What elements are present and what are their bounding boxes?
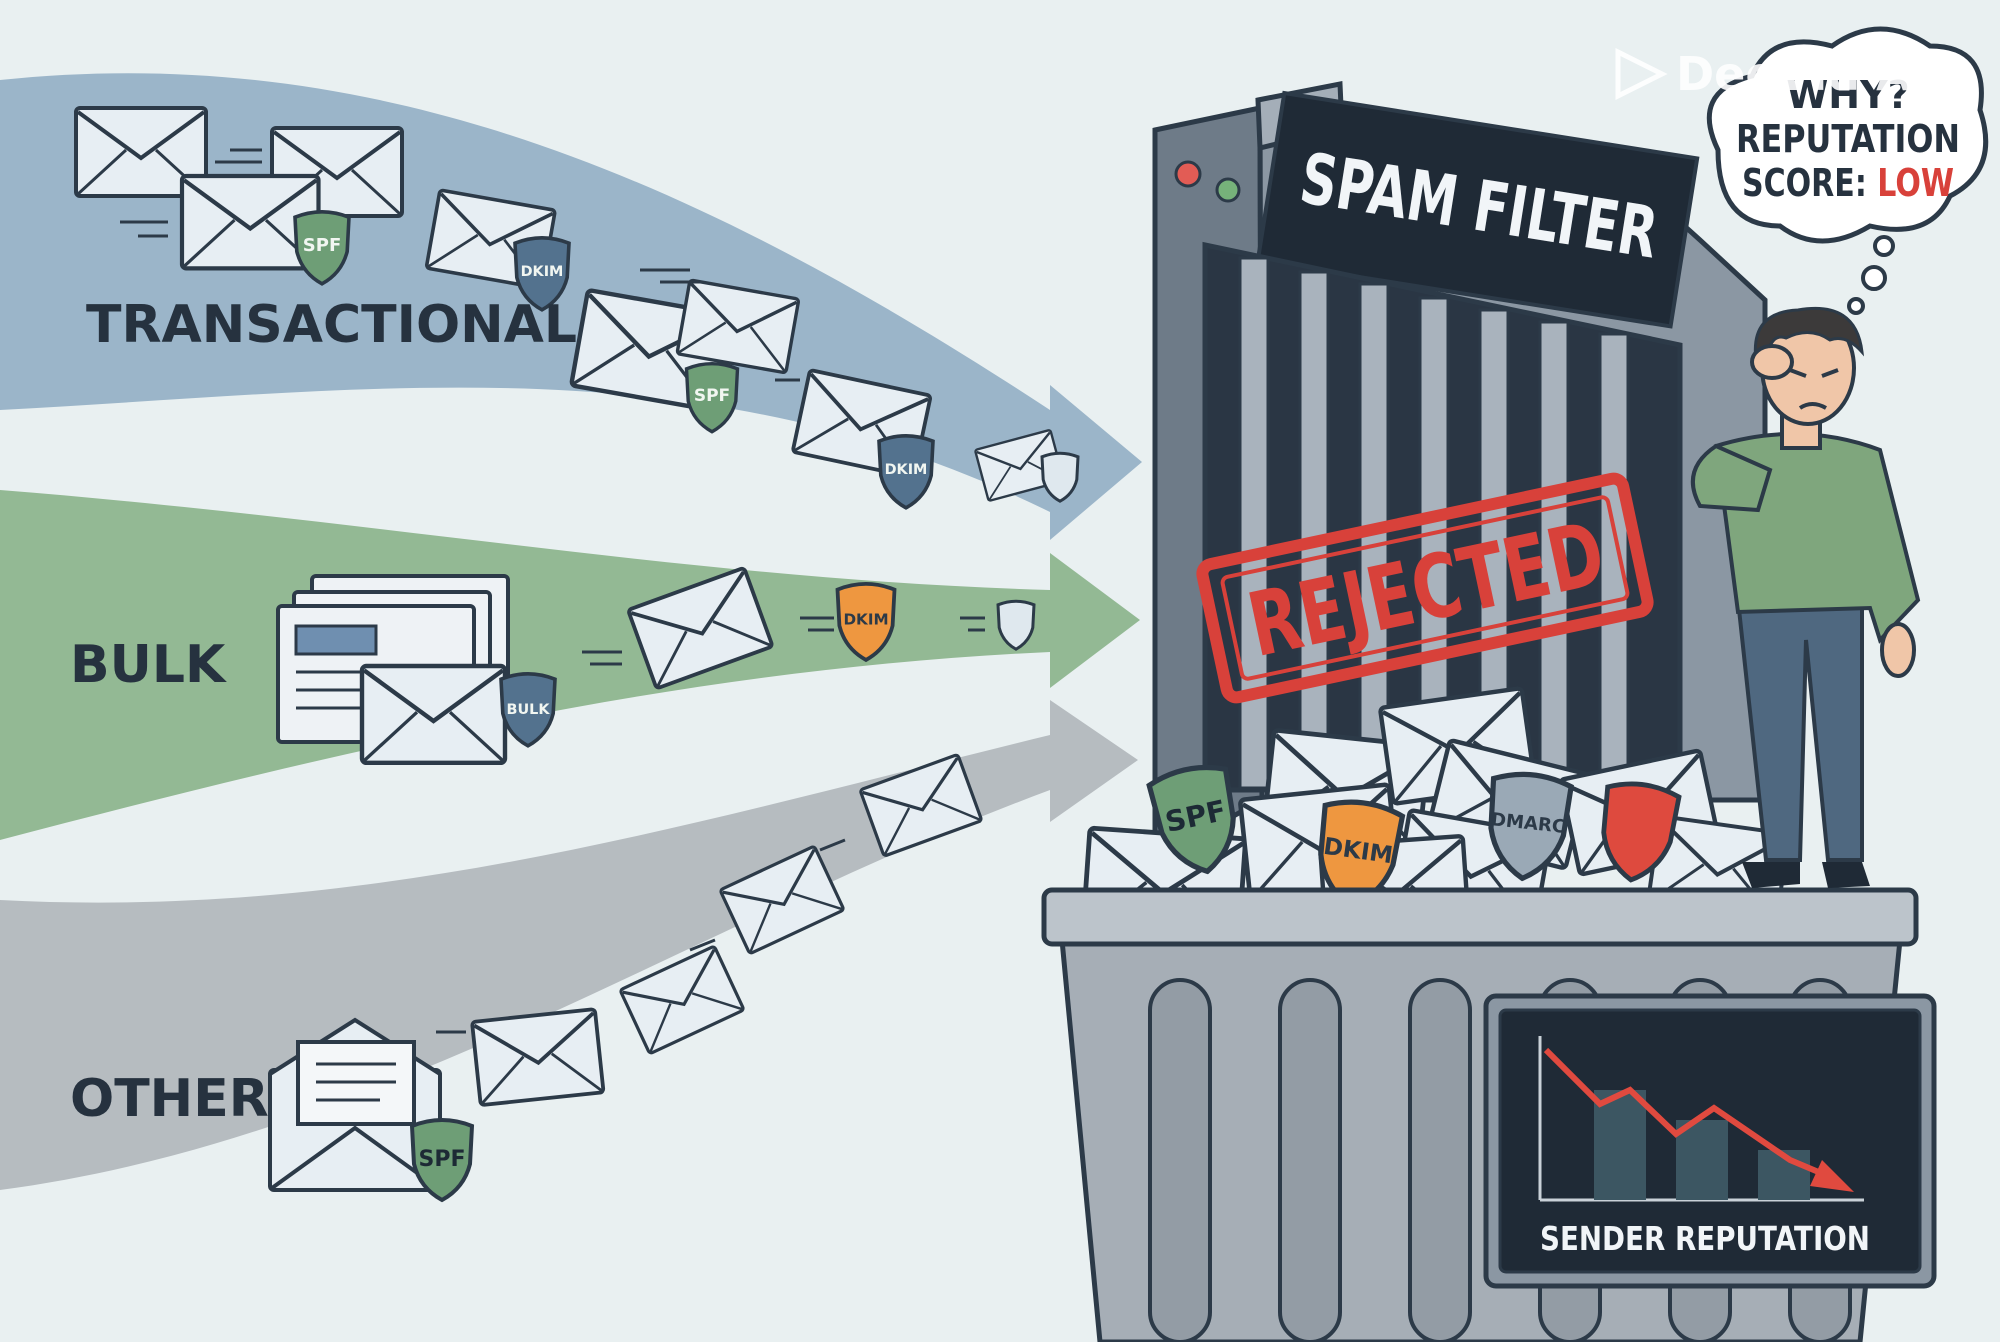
bulk-envelopes (276, 565, 985, 763)
thought-line-reputation: REPUTATION (1736, 117, 1960, 161)
thought-bubble: WHY? REPUTATION SCORE: LOW (1706, 26, 1989, 315)
dkim-badge-label: DKIM (885, 462, 928, 478)
dkim-badge-label: DKIM (521, 264, 564, 280)
red-light (1174, 160, 1202, 188)
watermark-text: DeeVid AI (1676, 47, 1929, 101)
dkim-badge: DKIM (877, 433, 935, 510)
reputation-trend-line (1543, 1047, 1830, 1179)
spf-badge: SPF (410, 1118, 474, 1202)
dkim-badge: DKIM (1312, 798, 1404, 912)
bulk-badge: BULK (499, 671, 557, 748)
spf-badge: SPF (293, 210, 351, 286)
watermark: DeeVid AI (1615, 47, 1929, 101)
spf-badge-label: SPF (419, 1147, 466, 1172)
trend-arrow-down-icon (1810, 1160, 1854, 1192)
spf-badge: SPF (684, 362, 740, 434)
play-logo-icon (1615, 47, 1668, 101)
transactional-envelopes (74, 106, 1066, 503)
dkim-badge-label: DKIM (843, 611, 888, 629)
transactional-label: TRANSACTIONAL (86, 295, 577, 355)
bulk-badge-label: BULK (507, 702, 551, 718)
other-label: OTHER (70, 1069, 269, 1129)
dkim-badge: DKIM (835, 582, 897, 662)
dmarc-badge: DMARC (1484, 771, 1572, 883)
green-light (1215, 177, 1241, 203)
filter-bars (1238, 256, 1630, 790)
sender-reputation-title: SENDER REPUTATION (1540, 1219, 1870, 1258)
dkim-badge: DKIM (513, 236, 571, 312)
thought-line-score: SCORE: LOW (1742, 161, 1954, 205)
spam-filter-machine: SPAM FILTER (1152, 80, 1768, 865)
thought-line-why: WHY? (1786, 73, 1909, 117)
spf-badge-label: SPF (303, 235, 341, 256)
reputation-bars (1594, 1090, 1810, 1200)
score-value-low: LOW (1877, 161, 1954, 205)
sender-reputation-panel: SENDER REPUTATION (1483, 993, 1937, 1289)
bulk-stream (0, 490, 1140, 840)
spf-badge-label: SPF (694, 386, 730, 406)
score-label: SCORE: (1742, 161, 1877, 205)
spf-badge: SPF (1148, 762, 1246, 880)
bulk-label: BULK (70, 635, 227, 695)
confused-person (1690, 306, 1921, 888)
